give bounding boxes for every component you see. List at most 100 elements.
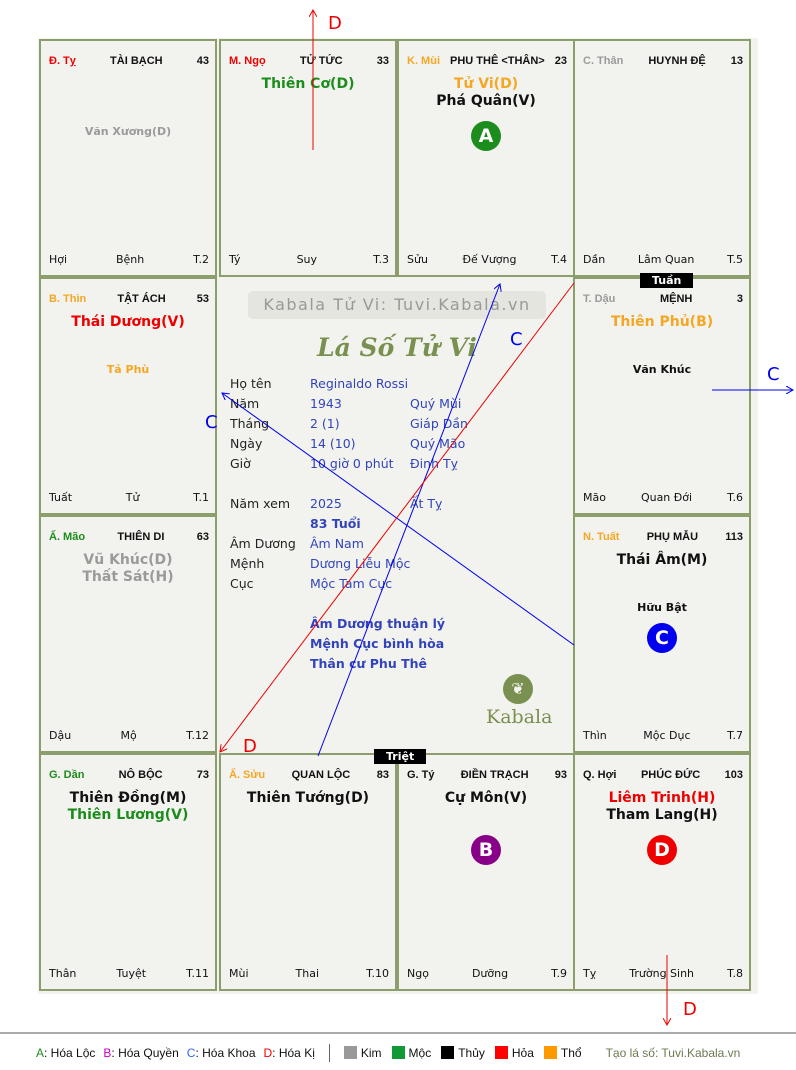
info-extra: Quý Mão: [410, 436, 466, 451]
legend-key: A: [36, 1046, 45, 1060]
minor-star: Văn Khúc: [632, 363, 692, 376]
info-value: Reginaldo Rossi: [310, 376, 409, 391]
palace-age: 93: [554, 769, 567, 781]
palace-name: HUYNH ĐỆ: [648, 55, 706, 67]
palace-name: TỬ TỨC: [299, 55, 343, 67]
palace-name: PHU THÊ <THÂN>: [450, 55, 545, 67]
info-label: Tháng: [230, 416, 270, 431]
main-stars: Thiên Tướng(D): [221, 790, 395, 807]
branch-label: Thìn: [583, 729, 607, 742]
center-info-panel: Kabala Tử Vi: Tuvi.Kabala.vn Lá Số Tử Vi…: [220, 278, 574, 754]
life-stage: Trường Sinh: [629, 967, 695, 980]
life-stage: Mộ: [120, 729, 137, 742]
palace-can-chi: Đ. Tỵ: [49, 55, 76, 67]
minor-star: Hữu Bật: [637, 601, 687, 614]
hoa-marker-a: A: [471, 121, 501, 151]
legend-text: : Hóa Kị: [272, 1046, 315, 1060]
legend-element-item: Mộc: [391, 1046, 431, 1060]
legend-element-item: Kim: [343, 1046, 382, 1060]
palace-can-chi: C. Thân: [583, 55, 624, 67]
main-stars: Thiên Cơ(D): [221, 76, 395, 93]
life-stage: Lâm Quan: [637, 253, 695, 266]
life-stage: Quan Đới: [640, 491, 693, 504]
main-star: Thiên Đồng(M): [69, 790, 187, 806]
life-stage: Bệnh: [115, 253, 145, 266]
life-stage: Tuyệt: [116, 967, 147, 980]
palace-can-chi: M. Ngọ: [229, 55, 266, 67]
palace-index: T.5: [727, 253, 743, 266]
logo-text: Kabala: [486, 706, 553, 728]
legend-text: : Hóa Quyền: [111, 1046, 179, 1060]
palace-index: T.7: [727, 729, 743, 742]
element-swatch: [343, 1046, 357, 1059]
palace-index: T.12: [186, 729, 209, 742]
branch-label: Tỵ: [583, 967, 597, 980]
palace-can-chi: G. Tý: [407, 769, 435, 781]
info-value: Mộc Tam Cục: [310, 576, 393, 591]
info-label: Cục: [230, 576, 254, 591]
credit-text[interactable]: Tạo lá số: Tuvi.Kabala.vn: [605, 1046, 741, 1060]
palace-index: T.9: [551, 967, 567, 980]
arrow-label: D: [683, 999, 697, 1020]
main-stars: Thái Dương(V): [41, 314, 215, 331]
chart-title: Lá Số Tử Vi: [317, 333, 477, 362]
info-value: 2 (1): [310, 416, 340, 431]
minor-star: Văn Xương(D): [84, 125, 172, 138]
main-stars: Tử Vi(D)Phá Quân(V): [399, 76, 573, 110]
main-star: Thất Sát(H): [82, 569, 174, 585]
palace-can-chi: K. Mùi: [407, 55, 440, 67]
tree-icon: ❦: [503, 674, 533, 704]
main-star: Phá Quân(V): [436, 93, 536, 109]
palace-index: T.4: [551, 253, 567, 266]
main-star: Cự Môn(V): [444, 790, 528, 806]
branch-label: Dần: [583, 253, 606, 266]
main-star: Thái Dương(V): [71, 314, 185, 330]
note-text: Âm Dương thuận lý: [310, 616, 446, 631]
legend-separator: [328, 1044, 330, 1062]
info-value: 10 giờ 0 phút: [310, 456, 394, 471]
hoa-marker-b: B: [471, 835, 501, 865]
info-value: 2025: [310, 496, 342, 511]
main-star: Thiên Cơ(D): [261, 76, 355, 92]
main-stars: Thiên Phủ(B): [575, 314, 749, 331]
legend-hoa-item: C: Hóa Khoa: [187, 1046, 256, 1060]
life-stage: Mộc Dục: [643, 729, 691, 742]
palace-age: 63: [196, 531, 209, 543]
life-stage: Thai: [295, 967, 320, 980]
main-star: Liêm Trinh(H): [608, 790, 716, 806]
info-value: Âm Nam: [310, 536, 364, 551]
main-star: Vũ Khúc(D): [83, 552, 173, 568]
palace-name: QUAN LỘC: [291, 769, 351, 781]
legend-key: B: [103, 1046, 112, 1060]
palace-can-chi: B. Thìn: [49, 293, 87, 305]
palace-can-chi: Q. Hợi: [583, 769, 617, 781]
palace-index: T.11: [186, 967, 209, 980]
